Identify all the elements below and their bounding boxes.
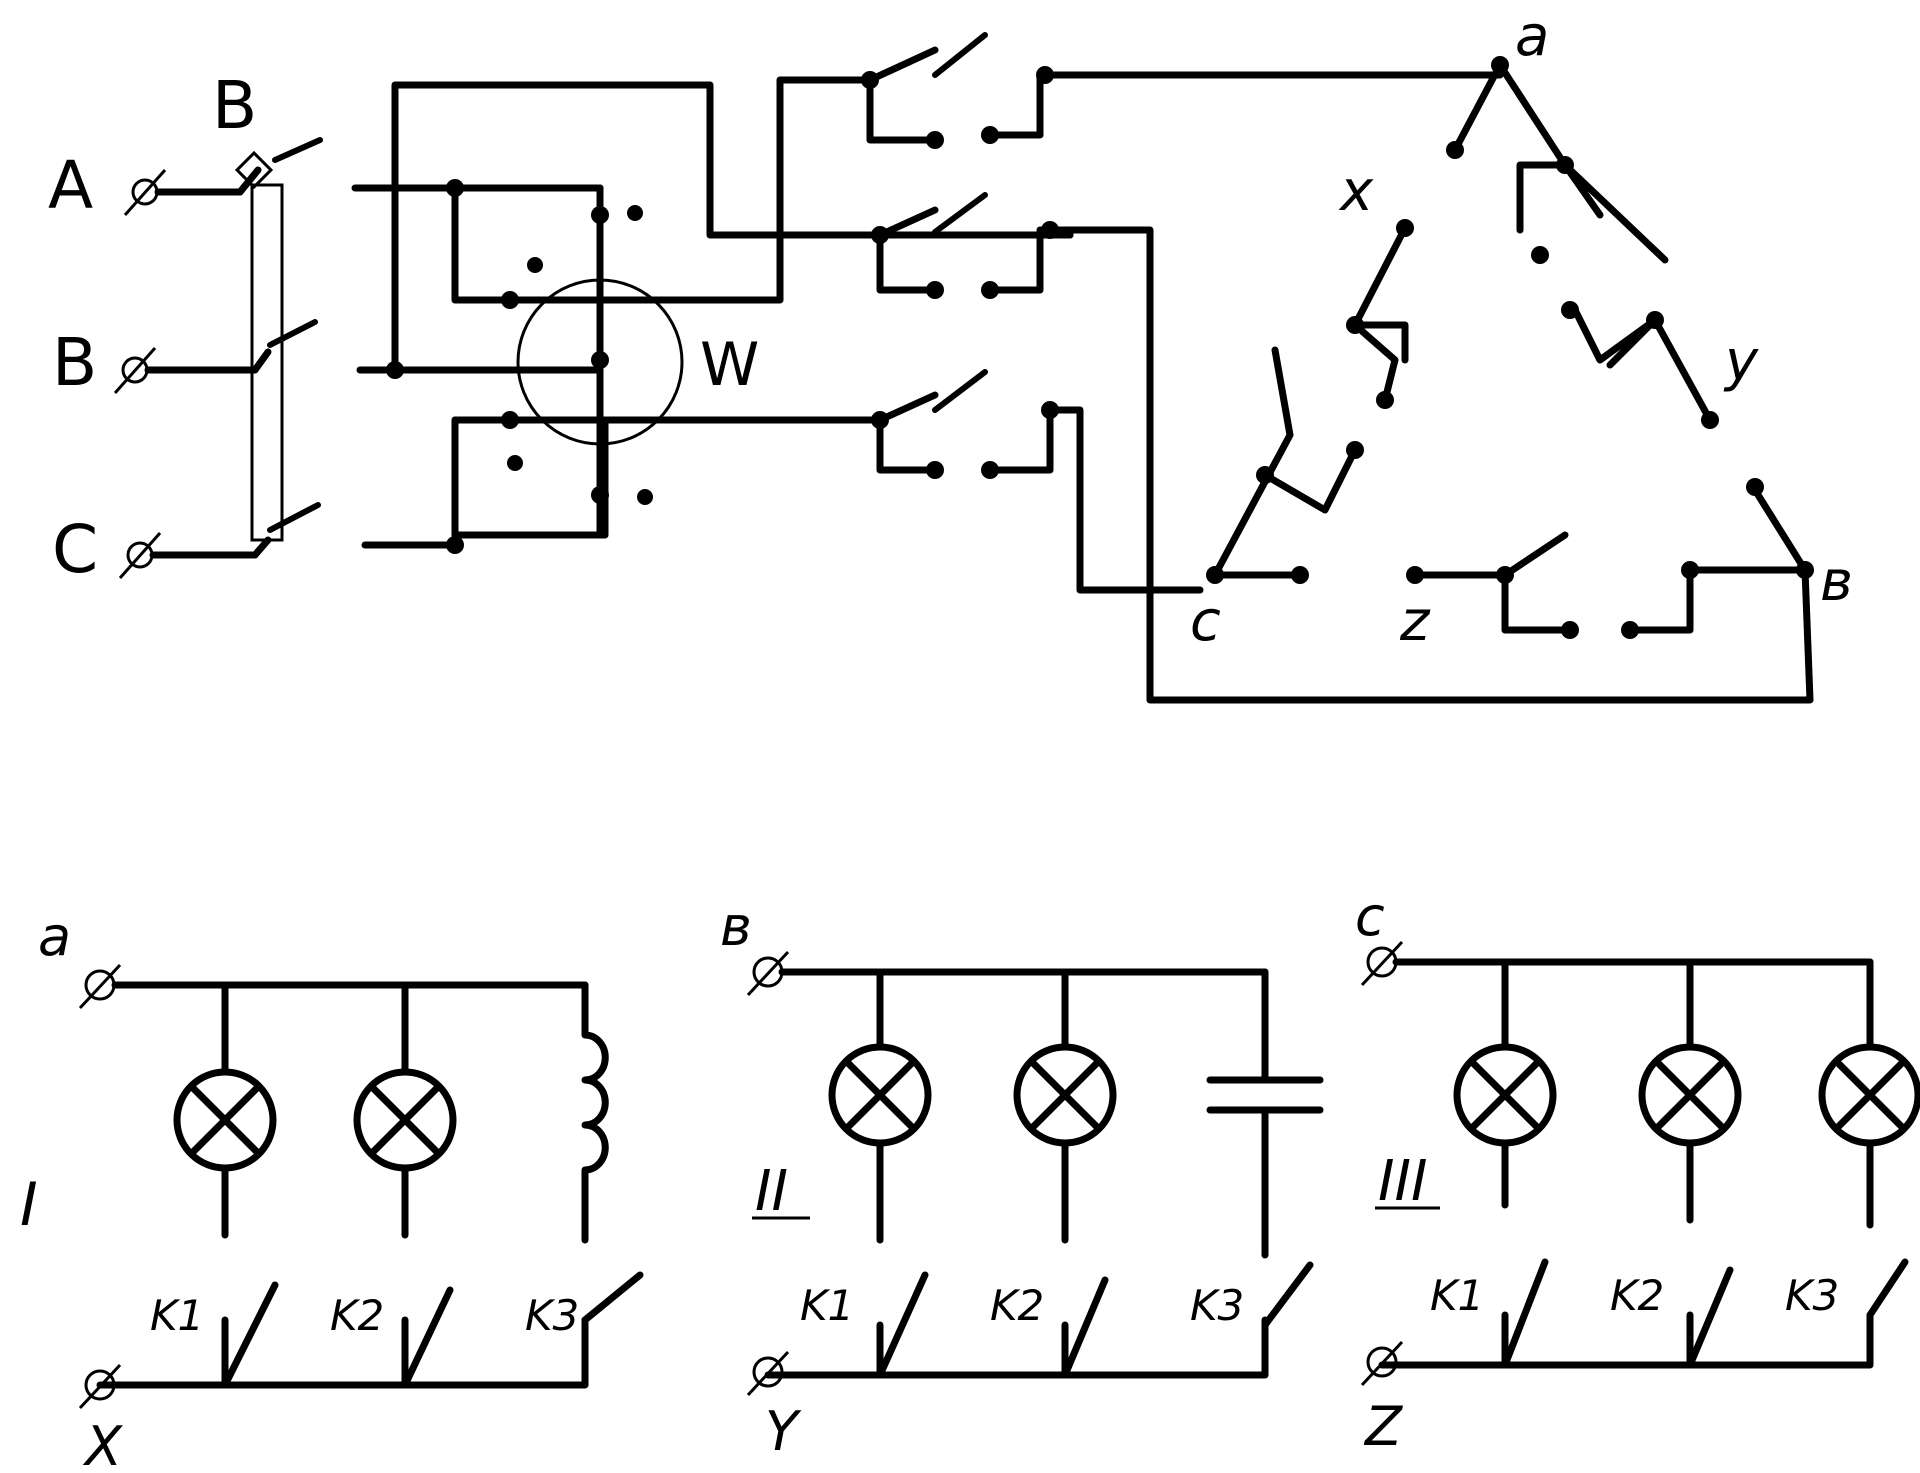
load-ii-bottom-label: Y: [765, 1400, 802, 1463]
label-node-a: a: [1515, 4, 1549, 69]
label-node-z: z: [1399, 589, 1431, 654]
load-iii-roman: III: [1378, 1149, 1428, 1214]
load-ii-lamp-1: [828, 1043, 932, 1147]
load-group-iii: c III Z K1 K2 K3: [1355, 885, 1920, 1458]
load-ii-switch-2: K2: [990, 1281, 1044, 1330]
load-ii-roman: II: [755, 1159, 788, 1224]
label-input-b: B: [52, 324, 97, 401]
load-ii-switch-3: K3: [1190, 1281, 1244, 1330]
delta-triangle: a x y в c z: [1146, 4, 1853, 704]
load-iii-lamp-1: [1453, 1043, 1557, 1147]
label-node-x: x: [1338, 159, 1374, 224]
load-i-switch-3: K3: [525, 1291, 579, 1340]
label-input-a: A: [48, 147, 93, 224]
load-i-inductor: [581, 981, 609, 1244]
load-iii-switch-2: K2: [1610, 1271, 1664, 1320]
load-group-ii: в II Y K1 K2 K3: [720, 895, 1324, 1463]
load-iii-lamp-3: [1818, 1043, 1920, 1147]
load-iii-switch-3: K3: [1785, 1271, 1839, 1320]
load-i-lamp-1: [173, 1068, 277, 1172]
load-iii-bottom-label: Z: [1363, 1395, 1403, 1458]
label-wattmeter: W: [700, 330, 759, 400]
label-node-c: c: [1190, 589, 1221, 654]
wattmeter-coil: [516, 278, 684, 446]
load-ii-top-label: в: [720, 895, 752, 958]
load-group-i: a I X K1 K2 K3: [20, 905, 644, 1473]
load-i-bottom-label: X: [82, 1415, 123, 1473]
label-node-y: y: [1723, 329, 1759, 394]
load-i-lamp-2: [353, 1068, 457, 1172]
load-ii-lamp-2: [1013, 1043, 1117, 1147]
load-i-roman: I: [20, 1170, 38, 1240]
label-node-b: в: [1820, 549, 1853, 614]
load-ii-switch-1: K1: [800, 1281, 854, 1330]
load-i-switch-1: K1: [150, 1291, 204, 1340]
label-input-c: C: [52, 511, 98, 588]
load-i-switch-2: K2: [330, 1291, 384, 1340]
load-ii-capacitor: [1206, 968, 1324, 1259]
load-i-top-label: a: [38, 905, 71, 968]
label-breaker: B: [212, 67, 257, 144]
load-iii-switch-1: K1: [1430, 1271, 1484, 1320]
load-iii-top-label: c: [1355, 885, 1385, 948]
breaker: B: [144, 67, 323, 559]
switch-bank: [861, 32, 1504, 594]
wattmeter-block: W: [351, 76, 1074, 554]
load-iii-lamp-2: [1638, 1043, 1742, 1147]
